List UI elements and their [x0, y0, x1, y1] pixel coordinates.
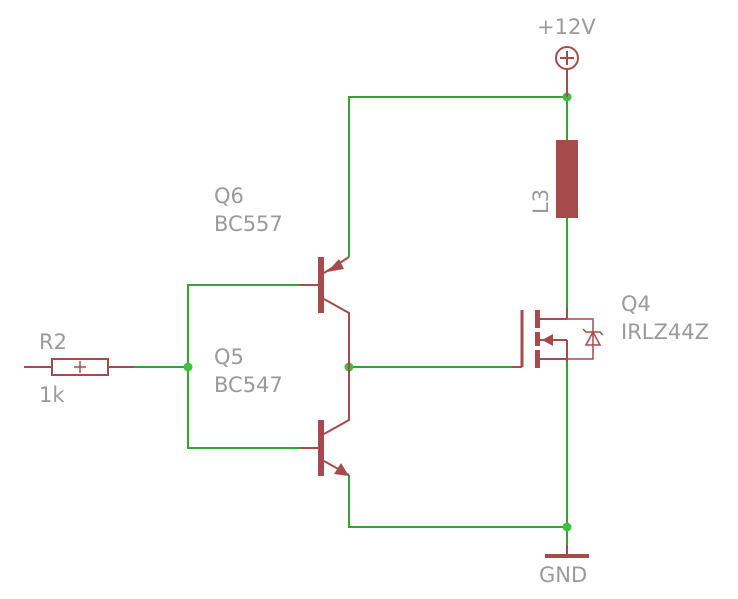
r2-value-label: 1k	[39, 383, 65, 407]
wire-q6-base	[187, 284, 300, 449]
wires	[134, 96, 568, 545]
coil-l3-body	[556, 140, 578, 218]
q4-name-label: Q4	[621, 292, 651, 316]
q4-body-diode-icon	[584, 330, 602, 346]
q5-part-label: BC547	[214, 373, 283, 397]
ground-label: GND	[539, 563, 587, 587]
q6-collector-lead	[323, 298, 350, 367]
q5-emitter-arrow-icon	[334, 463, 349, 476]
q5-name-label: Q5	[214, 345, 244, 369]
q4-channel-segment	[535, 332, 540, 346]
q6-emitter-arrow-icon	[327, 259, 344, 272]
transistor-q6	[300, 256, 350, 367]
mosfet-q4	[512, 308, 604, 368]
wire-ground-rail	[348, 475, 567, 528]
l3-name-label: L3	[529, 189, 553, 214]
supply-symbol	[555, 46, 579, 97]
q6-base-bar	[318, 257, 324, 313]
junctions	[183, 92, 572, 532]
junction-dot	[562, 522, 572, 532]
ground-symbol	[545, 545, 589, 558]
q5-collector-lead	[323, 367, 350, 435]
q4-part-label: IRLZ44Z	[621, 320, 709, 344]
q6-part-label: BC557	[214, 212, 283, 236]
resistor-r2	[24, 358, 134, 376]
q4-channel-arrow-icon	[542, 334, 553, 346]
q4-channel-segment	[535, 310, 540, 328]
q6-name-label: Q6	[214, 184, 244, 208]
transistor-q5	[300, 367, 350, 476]
wire-supply-rail	[348, 96, 567, 257]
q4-channel-segment	[535, 350, 540, 368]
r2-name-label: R2	[39, 330, 67, 354]
q5-base-bar	[318, 420, 324, 476]
junction-dot	[183, 362, 193, 372]
supply-label: +12V	[537, 15, 596, 39]
